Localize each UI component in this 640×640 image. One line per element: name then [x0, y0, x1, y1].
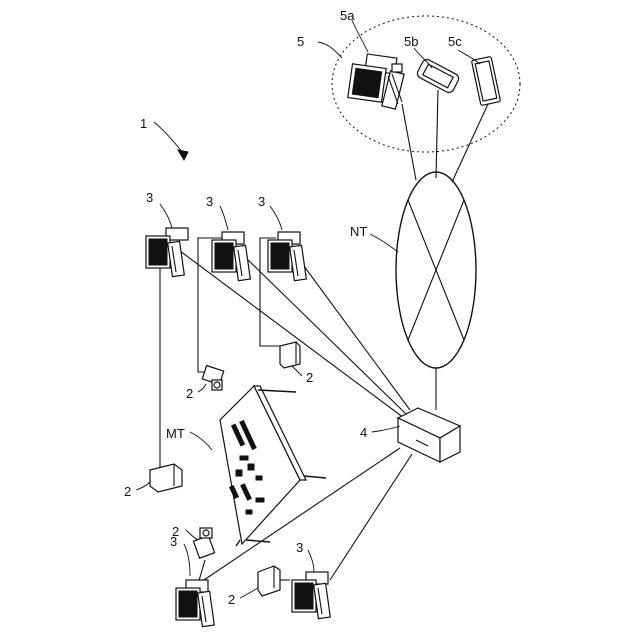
computer-terminal-icon [212, 232, 250, 281]
sensor-icon [150, 464, 182, 492]
terminal-label: 3 [258, 194, 265, 209]
sensor-label: 2 [306, 370, 313, 385]
user-phone-label: 5b [404, 34, 418, 49]
computer-terminal-icon [146, 228, 188, 277]
sensor-label: 2 [228, 592, 235, 607]
camera-icon [202, 366, 223, 390]
user-pc-icon [348, 54, 404, 109]
pc-network-link [402, 104, 416, 180]
network-label: NT [350, 224, 367, 239]
reference-labels: 1 5 5a 5b 5c NT 4 MT 3 3 3 3 3 2 2 2 2 2 [124, 8, 462, 607]
computer-terminal-icon [292, 572, 330, 619]
terminal-label: 3 [206, 194, 213, 209]
tablet-network-link [452, 104, 488, 182]
terminal-link-5 [330, 454, 412, 580]
leader-lines [136, 20, 480, 598]
tablet-icon [471, 56, 500, 105]
table-top [220, 386, 300, 544]
sensor-label: 2 [124, 484, 131, 499]
machine-table-label: MT [166, 426, 185, 441]
terminal-label: 3 [296, 540, 303, 555]
server-label: 4 [360, 425, 367, 440]
network-icon [396, 172, 476, 368]
phone-network-link [436, 90, 438, 178]
camera-icon [193, 528, 214, 558]
terminal-link-1 [176, 248, 404, 418]
terminal-label: 3 [146, 190, 153, 205]
computer-terminal-icon [268, 232, 306, 281]
server-icon [398, 408, 460, 462]
user-tablet-label: 5c [448, 34, 462, 49]
terminal-link-3 [298, 258, 410, 410]
sensor-icon [258, 566, 280, 596]
user-pc-label: 5a [340, 8, 355, 23]
sensor-link-1 [160, 256, 164, 470]
connections [160, 90, 488, 584]
smartphone-icon [416, 58, 461, 94]
computer-terminal-icon [176, 580, 214, 627]
sensor-label: 2 [186, 386, 193, 401]
user-group-label: 5 [297, 34, 304, 49]
machine-table-icon [220, 386, 326, 546]
sensor-label: 2 [172, 524, 179, 539]
sensor-icon [280, 342, 300, 368]
system-label: 1 [140, 116, 147, 131]
